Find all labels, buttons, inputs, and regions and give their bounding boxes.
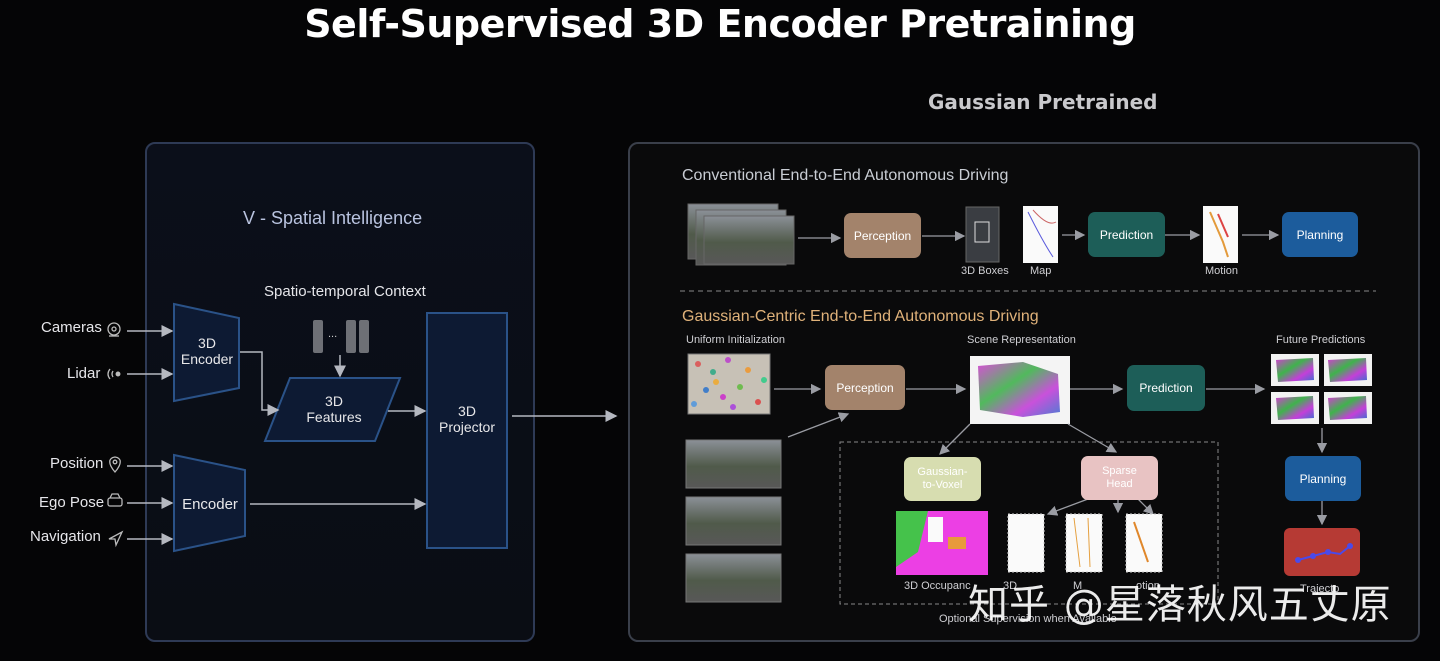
right-heading: Gaussian Pretrained <box>928 90 1158 114</box>
input-cameras-label: Cameras <box>41 319 102 336</box>
3d-boxes-thumb <box>965 206 1000 263</box>
uniform-init-label: Uniform Initialization <box>686 334 786 346</box>
left-panel-title: V - Spatial Intelligence <box>243 208 423 228</box>
input-navigation-label: Navigation <box>30 528 101 545</box>
input-lidar-label: Lidar <box>67 365 101 382</box>
context-dots: ... <box>328 328 338 340</box>
lidar-icon <box>107 368 121 380</box>
motion-label: Motion <box>1205 265 1239 277</box>
camera-frame-3 <box>685 553 782 603</box>
g-boxes-label: 3D <box>1003 580 1018 592</box>
boxes-label: 3D Boxes <box>961 265 1009 277</box>
sparse-head-box: Sparse Head <box>1081 456 1158 500</box>
input-position-label: Position <box>50 455 104 472</box>
3d-projector-shape <box>426 312 508 549</box>
watermark: 知乎 @星落秋风五丈原 <box>968 582 1392 628</box>
optional-supervision-box <box>839 441 1219 605</box>
3d-encoder-shape <box>173 302 240 403</box>
map-thumb <box>1023 206 1058 263</box>
3d-encoder-label: 3D Encoder <box>180 335 234 367</box>
future-pred-label: Future Predictions <box>1276 334 1366 346</box>
context-label: Spatio-temporal Context <box>264 283 426 300</box>
camera-frame-2 <box>685 496 782 546</box>
3d-features-shape <box>263 377 402 442</box>
encoder-shape <box>173 453 246 553</box>
future-predictions-grid <box>1271 354 1372 424</box>
gaussian-planning-box: Planning <box>1285 456 1361 501</box>
conventional-planning-box: Planning <box>1282 212 1358 257</box>
map-label: Map <box>1030 265 1052 277</box>
input-ego-pose-label: Ego Pose <box>39 494 105 511</box>
navigation-arrow-icon <box>108 530 124 548</box>
scene-repr-label: Scene Representation <box>967 334 1076 346</box>
3d-features-label: 3D Features <box>306 393 362 425</box>
page-title: Self-Supervised 3D Encoder Pretraining <box>304 2 1136 46</box>
conventional-title: Conventional End-to-End Autonomous Drivi… <box>682 167 1009 184</box>
trajectory-thumb <box>1284 528 1360 576</box>
gaussian-centric-title: Gaussian-Centric End-to-End Autonomous D… <box>682 308 1039 325</box>
camera-icon <box>107 322 121 337</box>
optional-supervision-label: Optional Supervision when Available <box>939 613 1117 625</box>
left-diagram-svg <box>107 302 618 553</box>
camera-images-stack <box>687 203 795 266</box>
right-diagram-svg <box>680 203 1376 605</box>
conventional-perception-box: Perception <box>844 213 921 258</box>
camera-frame-1 <box>685 439 782 489</box>
g-map-label: M <box>1073 580 1083 592</box>
conventional-prediction-box: Prediction <box>1088 212 1165 257</box>
g-motion-label: otion <box>1136 580 1160 592</box>
gaussian-prediction-box: Prediction <box>1127 365 1205 411</box>
trajectory-label: Trajecto <box>1300 583 1340 595</box>
gaussian-to-voxel-box: Gaussian- to-Voxel <box>904 457 981 501</box>
car-icon <box>107 493 123 507</box>
3d-projector-label: 3D Projector <box>438 403 496 435</box>
encoder-label: Encoder <box>182 496 238 513</box>
location-pin-icon <box>109 456 121 473</box>
occupancy-label: 3D Occupanc <box>904 580 971 592</box>
gaussian-perception-box: Perception <box>825 365 905 410</box>
